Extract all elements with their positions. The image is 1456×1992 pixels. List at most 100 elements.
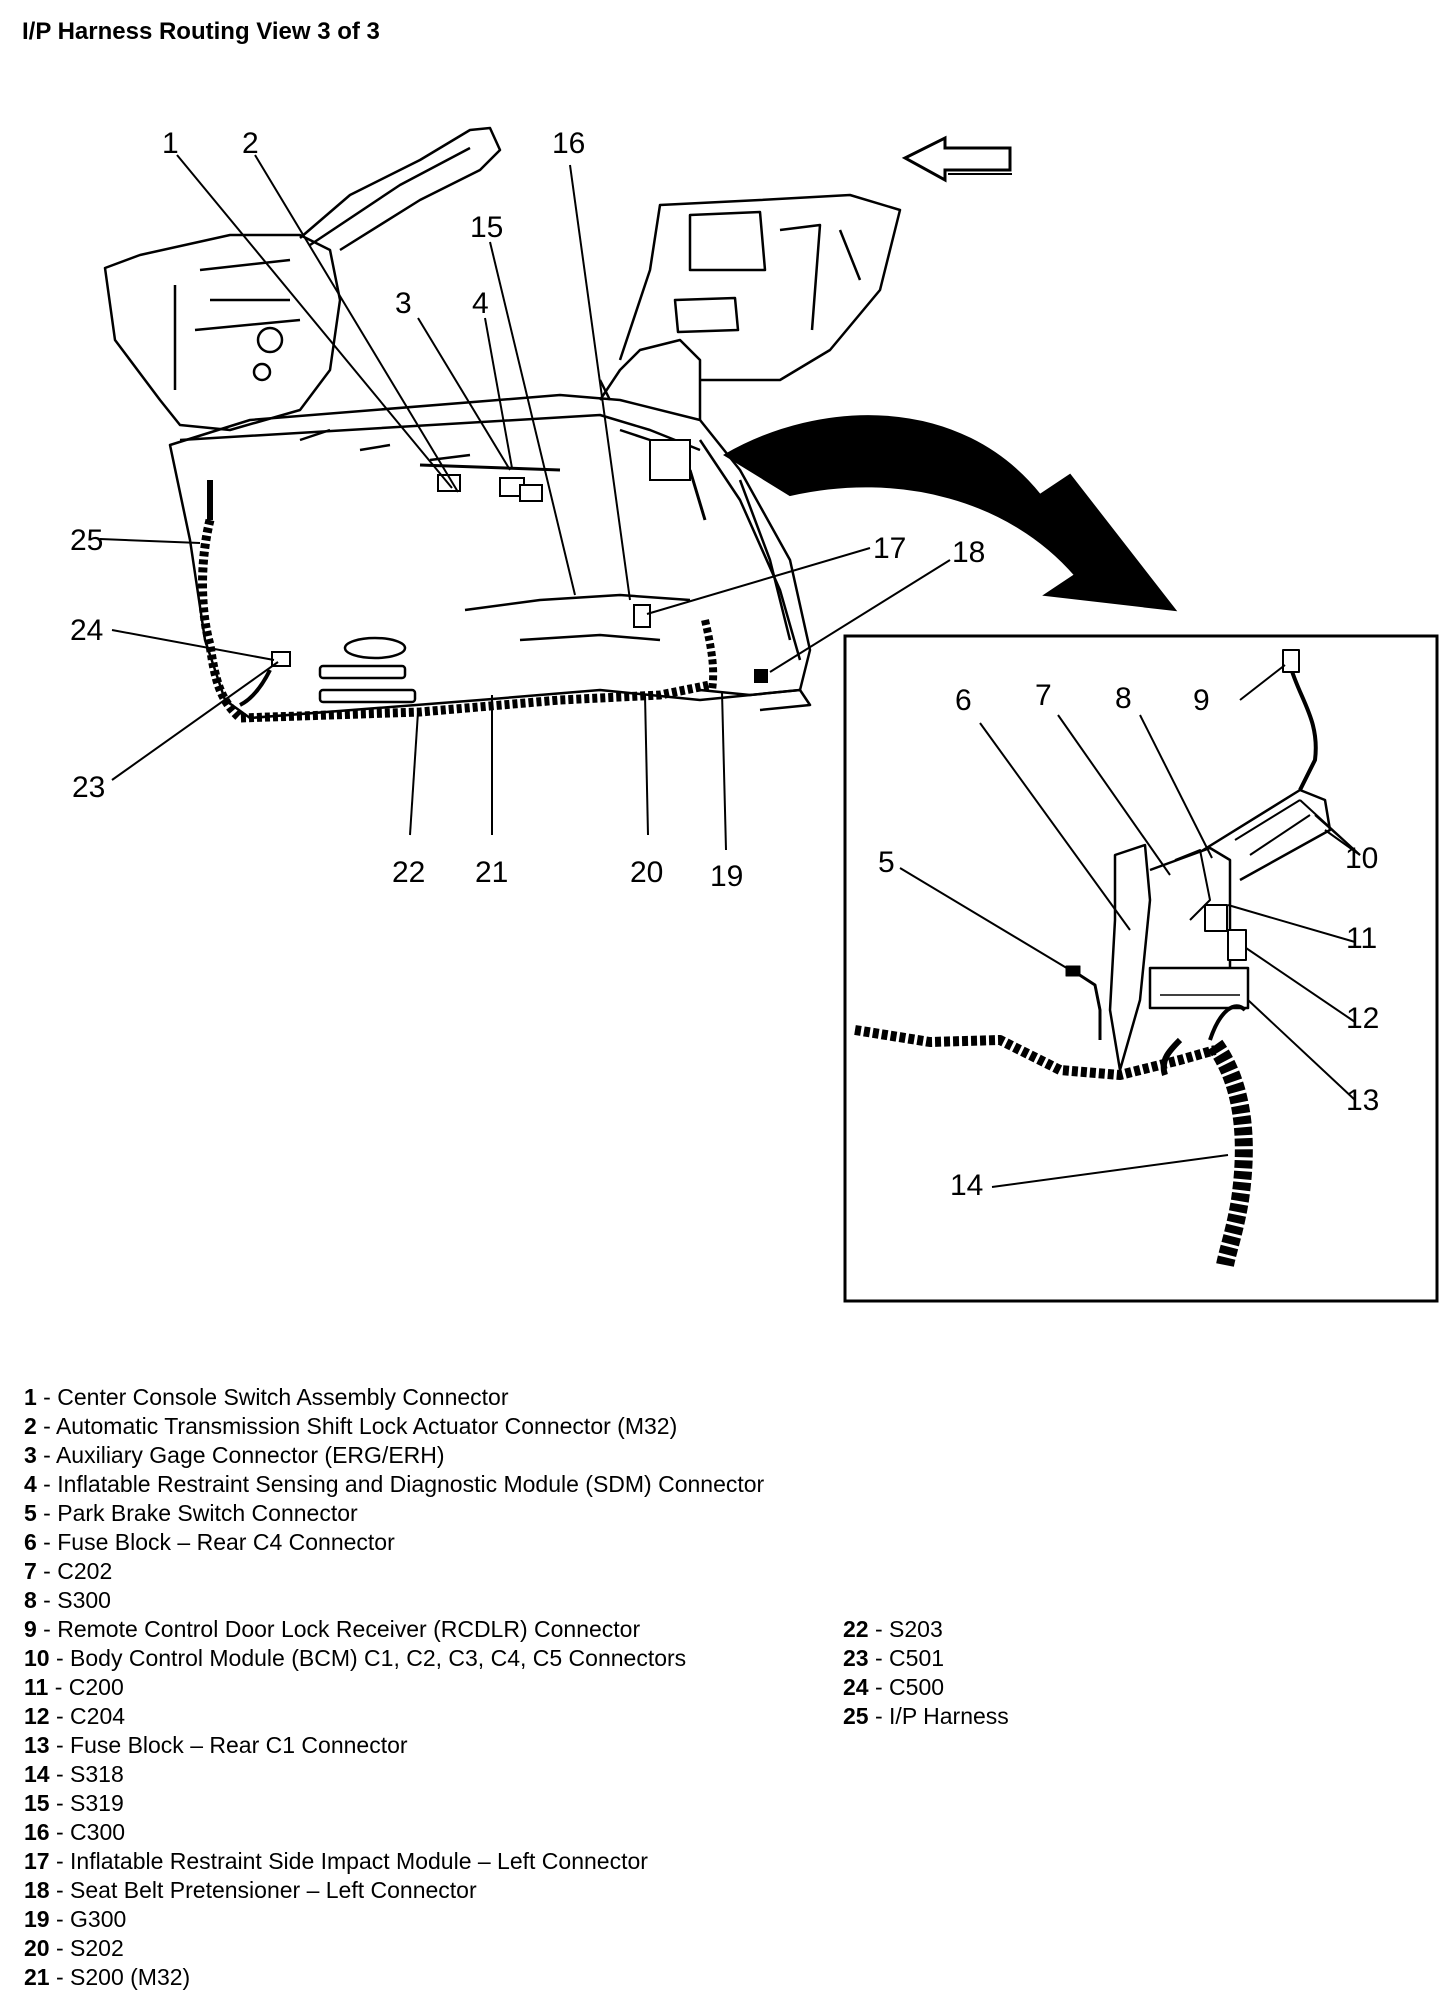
legend-separator: - xyxy=(49,1935,71,1961)
legend-item: 11 - C200 xyxy=(24,1673,764,1702)
legend-text: C501 xyxy=(889,1645,945,1671)
legend-text: G300 xyxy=(70,1906,127,1932)
legend-separator: - xyxy=(36,1558,58,1584)
legend-text: Seat Belt Pretensioner – Left Connector xyxy=(70,1877,477,1903)
legend-number: 21 xyxy=(24,1964,50,1990)
legend-item: 23 - C501 xyxy=(843,1644,1009,1673)
callout-12: 12 xyxy=(1346,1002,1379,1035)
legend-separator: - xyxy=(49,1906,71,1932)
callout-16: 16 xyxy=(552,127,585,160)
callout-10: 10 xyxy=(1345,842,1378,875)
legend-number: 5 xyxy=(24,1500,37,1526)
harness-routing-diagram: 1 2 3 4 5 6 7 8 9 10 11 12 13 14 15 16 1… xyxy=(70,126,1439,1303)
legend-number: 4 xyxy=(24,1471,37,1497)
legend-text: S318 xyxy=(70,1761,124,1787)
legend-item: 16 - C300 xyxy=(24,1818,764,1847)
legend-item: 2 - Automatic Transmission Shift Lock Ac… xyxy=(24,1412,764,1441)
legend-item: 25 - I/P Harness xyxy=(843,1702,1009,1731)
legend-number: 1 xyxy=(24,1384,37,1410)
callout-23: 23 xyxy=(72,771,105,804)
callout-6: 6 xyxy=(955,684,972,717)
legend-item: 21 - S200 (M32) xyxy=(24,1963,764,1992)
legend-separator: - xyxy=(36,1587,58,1613)
legend-separator: - xyxy=(868,1674,890,1700)
legend-separator: - xyxy=(36,1471,58,1497)
legend-item: 3 - Auxiliary Gage Connector (ERG/ERH) xyxy=(24,1441,764,1470)
legend-number: 25 xyxy=(843,1703,869,1729)
legend-separator: - xyxy=(49,1819,71,1845)
direction-arrow xyxy=(901,135,1012,183)
detail-view-drawing xyxy=(854,649,1332,1267)
legend-item: 14 - S318 xyxy=(24,1760,764,1789)
legend-number: 16 xyxy=(24,1819,50,1845)
legend-separator: - xyxy=(49,1732,71,1758)
callout-5: 5 xyxy=(878,846,895,879)
legend-text: C300 xyxy=(70,1819,126,1845)
legend-separator: - xyxy=(49,1848,71,1874)
callout-25: 25 xyxy=(70,524,103,557)
leader-lines xyxy=(99,154,1361,1188)
callout-9: 9 xyxy=(1193,684,1210,717)
floor-pan-drawing xyxy=(103,126,902,720)
callout-17: 17 xyxy=(873,532,906,565)
legend-text: C204 xyxy=(70,1703,126,1729)
legend-item: 7 - C202 xyxy=(24,1557,764,1586)
legend-item: 6 - Fuse Block – Rear C4 Connector xyxy=(24,1528,764,1557)
callout-labels: 1 2 3 4 5 6 7 8 9 10 11 12 13 14 15 16 1… xyxy=(70,127,1379,1202)
legend-number: 20 xyxy=(24,1935,50,1961)
legend-separator: - xyxy=(49,1703,71,1729)
legend-item: 15 - S319 xyxy=(24,1789,764,1818)
legend-separator: - xyxy=(36,1616,58,1642)
legend-separator: - xyxy=(36,1529,58,1555)
legend-item: 4 - Inflatable Restraint Sensing and Dia… xyxy=(24,1470,764,1499)
legend-text: C202 xyxy=(57,1558,113,1584)
callout-11: 11 xyxy=(1346,922,1377,955)
callout-24: 24 xyxy=(70,614,103,647)
callout-22: 22 xyxy=(392,856,425,889)
legend-item: 20 - S202 xyxy=(24,1934,764,1963)
legend-number: 24 xyxy=(843,1674,869,1700)
legend-item: 12 - C204 xyxy=(24,1702,764,1731)
legend-separator: - xyxy=(868,1703,890,1729)
legend-separator: - xyxy=(49,1645,71,1671)
legend-separator: - xyxy=(36,1413,56,1439)
detail-view-frame xyxy=(843,634,1439,1303)
legend-number: 13 xyxy=(24,1732,50,1758)
legend-number: 12 xyxy=(24,1703,50,1729)
legend-separator: - xyxy=(868,1645,890,1671)
legend-number: 19 xyxy=(24,1906,50,1932)
legend-text: C200 xyxy=(68,1674,124,1700)
legend-separator: - xyxy=(868,1616,890,1642)
legend-number: 15 xyxy=(24,1790,50,1816)
legend-number: 3 xyxy=(24,1442,37,1468)
legend-item: 8 - S300 xyxy=(24,1586,764,1615)
legend-text: S200 (M32) xyxy=(70,1964,191,1990)
legend-number: 22 xyxy=(843,1616,869,1642)
callout-1: 1 xyxy=(162,127,179,160)
legend-text: S319 xyxy=(70,1790,124,1816)
legend-separator: - xyxy=(49,1964,71,1990)
callout-3: 3 xyxy=(395,287,412,320)
callout-8: 8 xyxy=(1115,682,1132,715)
legend-text: Center Console Switch Assembly Connector xyxy=(57,1384,509,1410)
legend-separator: - xyxy=(49,1790,71,1816)
legend-text: S300 xyxy=(57,1587,111,1613)
legend-separator: - xyxy=(49,1877,71,1903)
legend-separator: - xyxy=(36,1442,56,1468)
legend-item: 1 - Center Console Switch Assembly Conne… xyxy=(24,1383,764,1412)
legend-item: 17 - Inflatable Restraint Side Impact Mo… xyxy=(24,1847,764,1876)
legend-text: S202 xyxy=(70,1935,124,1961)
callout-21: 21 xyxy=(475,856,508,889)
legend-item: 10 - Body Control Module (BCM) C1, C2, C… xyxy=(24,1644,764,1673)
legend-text: I/P Harness xyxy=(889,1703,1009,1729)
legend-item: 19 - G300 xyxy=(24,1905,764,1934)
legend-number: 18 xyxy=(24,1877,50,1903)
legend-text: C500 xyxy=(889,1674,945,1700)
callout-7: 7 xyxy=(1035,679,1052,712)
legend-text: Inflatable Restraint Side Impact Module … xyxy=(70,1848,648,1874)
legend-text: Fuse Block – Rear C1 Connector xyxy=(70,1732,408,1758)
ip-harness xyxy=(198,463,718,723)
legend-text: Auxiliary Gage Connector (ERG/ERH) xyxy=(55,1442,445,1468)
legend-number: 2 xyxy=(24,1413,37,1439)
callout-14: 14 xyxy=(950,1169,983,1202)
